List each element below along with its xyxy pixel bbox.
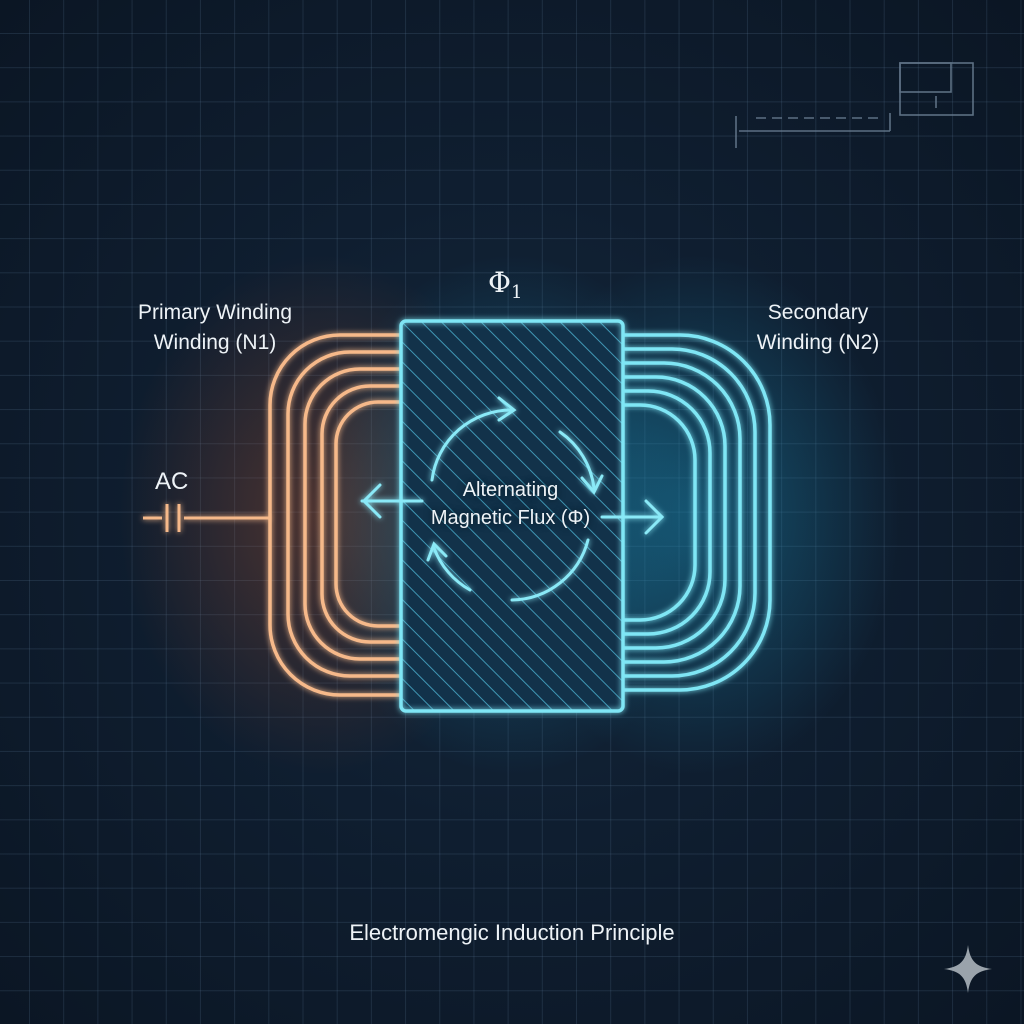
primary-winding-label: Primary Winding Winding (N1) [110, 298, 320, 358]
phi-symbol: Φ [488, 266, 511, 299]
secondary-winding-label: Secondary Winding (N2) [728, 298, 908, 358]
flux-symbol-label: Φ1 [488, 268, 522, 308]
flux-direction-arrows [360, 483, 665, 535]
flux-label: Alternating Magnetic Flux (Φ) [408, 476, 613, 532]
sparkle-icon [944, 945, 992, 993]
ac-source [143, 504, 270, 532]
transformer-core [399, 319, 625, 713]
primary-winding [268, 333, 402, 697]
diagram-caption: Electromengic Induction Principle [349, 920, 675, 945]
secondary-winding [622, 333, 772, 692]
flux-circulation-arrows [426, 396, 604, 602]
secondary-label-line1: Secondary [767, 301, 869, 324]
phi-subscript: 1 [510, 282, 523, 303]
secondary-label-line2: Winding (N2) [756, 331, 880, 354]
primary-label-line2: Winding (N1) [153, 331, 277, 354]
flux-label-line2: Magnetic Flux (Φ) [430, 507, 591, 529]
corner-schematic [735, 62, 974, 148]
ac-source-label: AC [155, 468, 189, 495]
primary-label-line1: Primary Winding [137, 301, 293, 324]
flux-label-line1: Alternating [462, 479, 559, 501]
